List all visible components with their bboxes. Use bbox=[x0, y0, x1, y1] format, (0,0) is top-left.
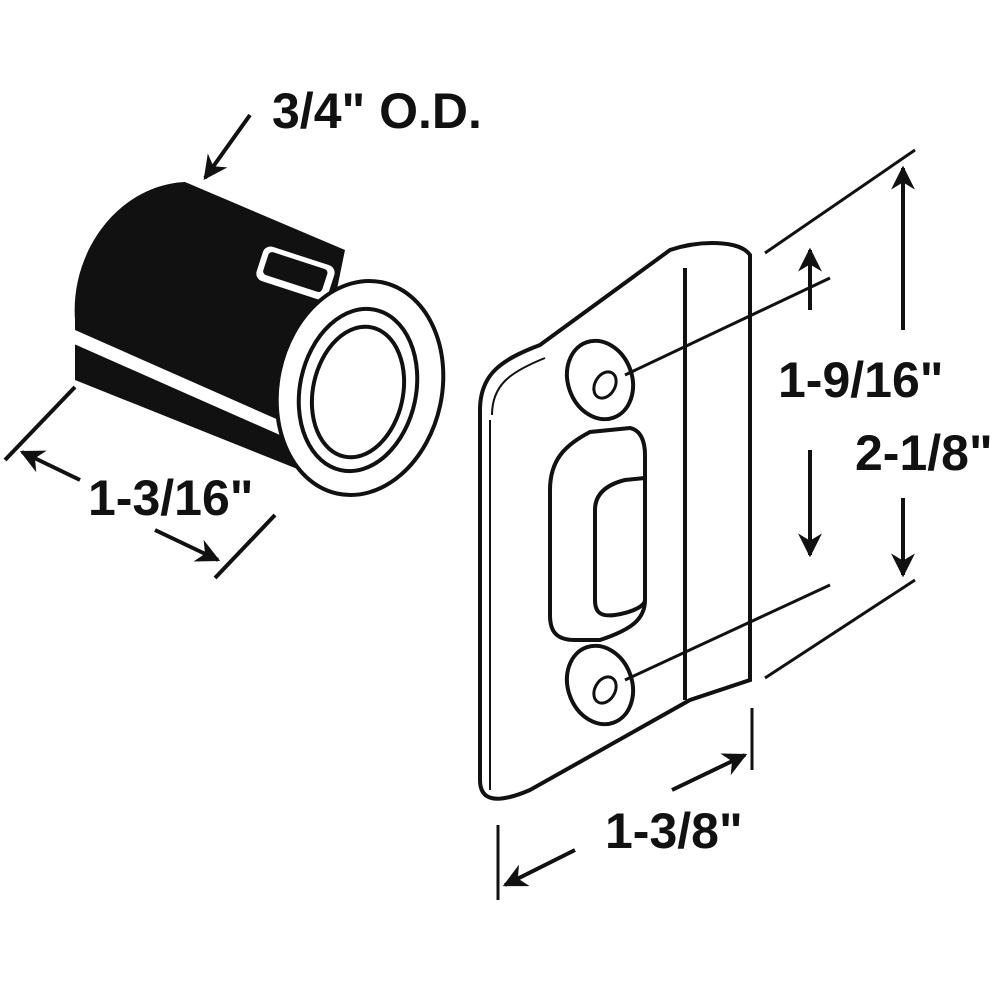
width-label: 1-3/8" bbox=[605, 803, 743, 859]
length-arrow-left bbox=[19, 450, 81, 482]
hole-spacing-label: 1-9/16" bbox=[778, 352, 943, 408]
height-label: 2-1/8" bbox=[855, 425, 993, 481]
width-arrow-left bbox=[502, 848, 576, 887]
cylinder-housing bbox=[74, 182, 446, 498]
leader-lines bbox=[496, 148, 916, 900]
slot-icon bbox=[256, 246, 335, 300]
strike-plate bbox=[478, 241, 752, 801]
length-arrow-right bbox=[154, 528, 221, 562]
width-arrow-right bbox=[671, 753, 748, 792]
length-label: 1-3/16" bbox=[88, 470, 253, 526]
od-label: 3/4" O.D. bbox=[272, 83, 482, 139]
od-arrow bbox=[203, 113, 252, 180]
